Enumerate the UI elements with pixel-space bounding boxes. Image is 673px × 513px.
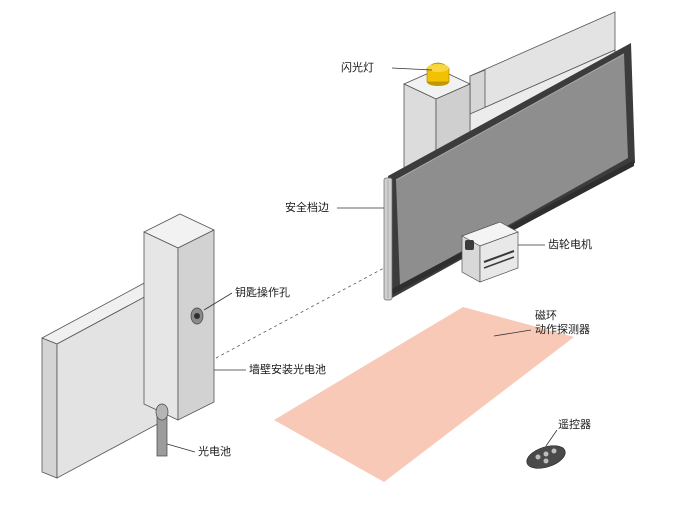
label-flashing-light: 闪光灯 [341,61,374,74]
label-gear-motor: 齿轮电机 [548,238,592,251]
photocell-beam [215,267,385,359]
key-switch-icon [190,307,204,325]
label-remote-control: 遥控器 [558,418,591,431]
photocell-icon [155,403,169,457]
label-wall-photocell: 墙壁安装光电池 [249,363,326,376]
left-wall [41,279,166,479]
magnetic-loop-area [274,307,574,482]
label-safety-edge: 安全档边 [285,201,329,214]
flashing-light-icon [426,62,450,86]
safety-edge [383,177,393,301]
left-pillar [143,213,215,421]
label-key-switch: 钥匙操作孔 [235,286,290,299]
label-magnetic-loop-line1: 磁环 [535,309,557,322]
label-magnetic-loop-line2: 动作探测器 [535,323,590,336]
leader-lines [166,67,558,453]
label-photocell: 光电池 [198,445,231,458]
gear-motor-icon [461,221,519,283]
remote-control-icon [526,445,566,469]
